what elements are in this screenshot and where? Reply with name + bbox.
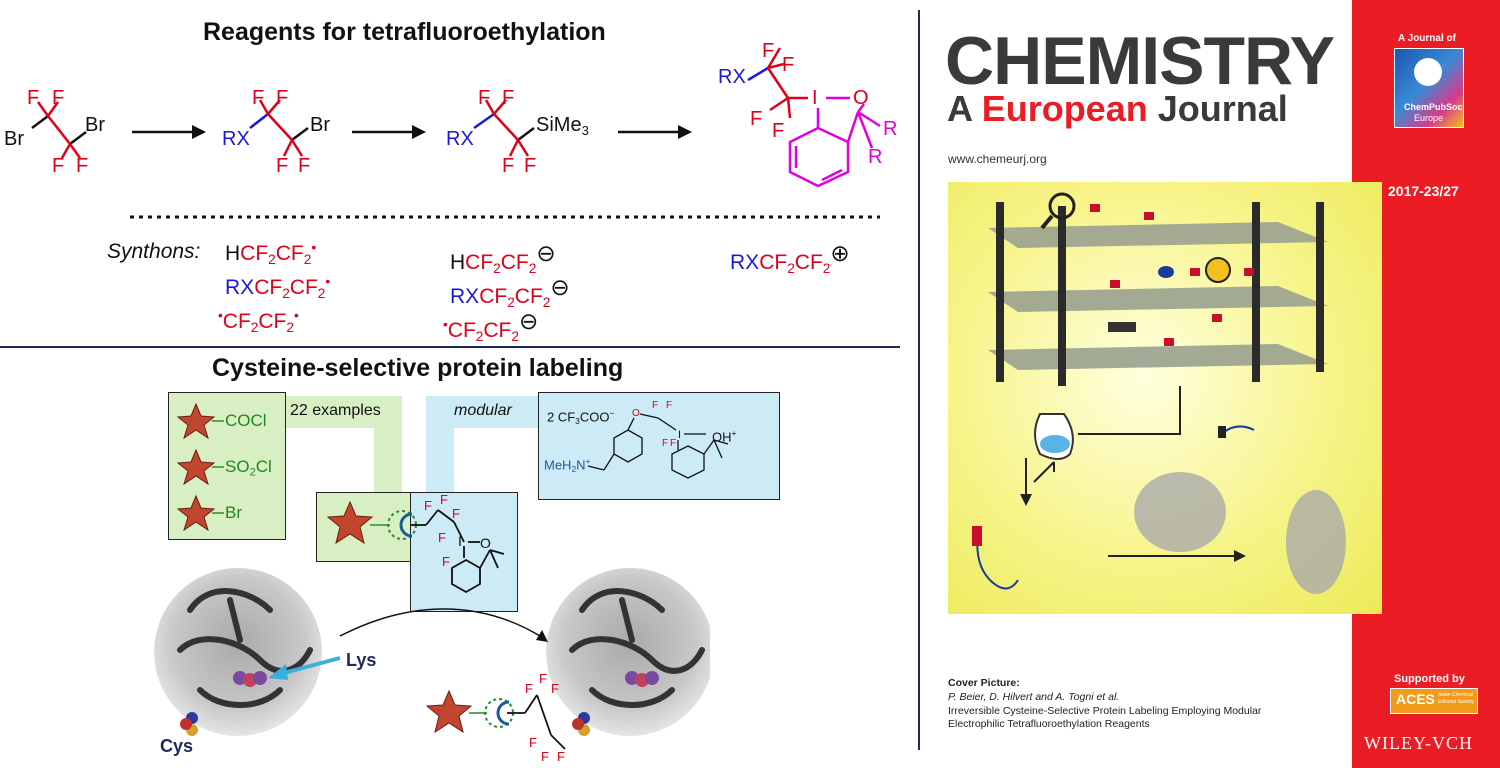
so2cl-label: SO2Cl <box>225 457 272 479</box>
synthons-label: Synthons: <box>107 240 201 263</box>
svg-text:I: I <box>678 429 681 441</box>
chempubsoc-sub: Europe <box>1414 113 1444 123</box>
aces-label: ACES <box>1396 691 1435 707</box>
svg-text:I: I <box>458 533 462 549</box>
mol3-sime3: SiMe3 <box>536 114 589 138</box>
svg-text:F: F <box>440 492 448 507</box>
mol2-f3: F <box>276 155 289 177</box>
svg-text:O: O <box>480 535 491 551</box>
mol2-f2: F <box>276 87 289 109</box>
mol2-f4: F <box>298 155 311 177</box>
lys-label: Lys <box>346 650 377 670</box>
publisher-logo: WILEY-VCH <box>1364 733 1473 753</box>
aces-small: Asian Chemical Editorial Society <box>1438 692 1474 705</box>
svg-text:F: F <box>539 671 547 686</box>
issue-number: 2017-23/27 <box>1388 183 1459 199</box>
svg-text:F: F <box>551 681 559 696</box>
mol4-r2: R <box>868 146 883 168</box>
br-label: Br <box>225 503 242 522</box>
svg-text:O: O <box>632 408 640 419</box>
reagent-structures <box>31 47 881 219</box>
mol4-f2: F <box>782 54 795 76</box>
journal-of-label: A Journal of <box>1398 33 1456 44</box>
cover-article-line1: Irreversible Cysteine-Selective Protein … <box>948 705 1262 717</box>
mol4-f1: F <box>762 40 775 62</box>
mol1-f4: F <box>76 155 89 177</box>
examples-label: 22 examples <box>290 402 381 419</box>
cover-picture-label: Cover Picture: <box>948 677 1020 689</box>
mol1-f3: F <box>52 155 65 177</box>
mol1-br-right: Br <box>85 114 105 136</box>
cover-authors: P. Beier, D. Hilvert and A. Togni et al. <box>948 691 1120 703</box>
svg-text:F: F <box>557 749 565 764</box>
mol4-i: I <box>812 87 818 109</box>
modular-label: modular <box>454 402 512 419</box>
star-icons <box>176 402 224 532</box>
svg-text:F: F <box>424 498 432 513</box>
chempubsoc-check-icon <box>1414 58 1442 86</box>
synthon-hcf2cf2-anion: HCF2CF2⊖ <box>450 240 556 277</box>
cover-title: CHEMISTRY <box>945 23 1335 99</box>
cover-article-line2: Electrophilic Tetrafluoroethylation Reag… <box>948 718 1150 730</box>
mol4-rx: RX <box>718 66 746 88</box>
mol2-br: Br <box>310 114 330 136</box>
svg-text:F: F <box>652 400 658 411</box>
reagents-title: Reagents for tetrafluoroethylation <box>203 18 606 46</box>
svg-text:F: F <box>670 438 676 449</box>
mol2-f1: F <box>252 87 265 109</box>
cover-url: www.chemeurj.org <box>948 152 1047 166</box>
mol4-f4: F <box>772 120 785 142</box>
mol4-f3: F <box>750 108 763 130</box>
synthon-diradical: •CF2CF2• <box>218 308 299 336</box>
conjugate-star-box <box>316 492 414 562</box>
chempubsoc-label: ChemPubSoc <box>1404 102 1463 112</box>
modular-reagent-structure: O F F F F I <box>587 400 729 479</box>
mol3-f4: F <box>524 155 537 177</box>
mol2-rx: RX <box>222 128 250 150</box>
mol3-f1: F <box>478 87 491 109</box>
meh2n-label: MeH2N+ <box>544 456 591 474</box>
svg-text:F: F <box>666 400 672 411</box>
svg-text:F: F <box>529 735 537 750</box>
synthon-hcf2cf2-radical: HCF2CF2• <box>225 240 317 268</box>
supported-by-label: Supported by <box>1394 673 1465 685</box>
section-divider <box>0 346 900 348</box>
cover-artwork-shelves <box>972 192 1346 594</box>
synthon-rxcf2cf2-radical: RXCF2CF2• <box>225 274 331 302</box>
svg-text:F: F <box>525 681 533 696</box>
svg-text:F: F <box>438 530 446 545</box>
panel-divider <box>918 10 920 750</box>
mol4-o: O <box>853 87 869 109</box>
synthon-rxcf2cf2-cation: RXCF2CF2⊕ <box>730 240 850 277</box>
modular-reagent-box <box>538 392 780 500</box>
labeling-title: Cysteine-selective protein labeling <box>212 354 624 382</box>
protein-structures <box>154 568 710 736</box>
synthon-rxcf2cf2-anion: RXCF2CF2⊖ <box>450 274 570 311</box>
svg-text:F: F <box>442 554 450 569</box>
svg-text:F: F <box>662 438 668 449</box>
mol3-f3: F <box>502 155 515 177</box>
svg-text:F: F <box>452 506 460 521</box>
mol1-f2: F <box>52 87 65 109</box>
mol4-r1: R <box>883 118 898 140</box>
mol3-f2: F <box>502 87 515 109</box>
coci-label: COCl <box>225 411 267 430</box>
cys-label: Cys <box>160 736 194 756</box>
aces-logo <box>1390 688 1478 714</box>
cf3coo-label: 2 CF3COO− <box>547 408 615 426</box>
mol3-rx: RX <box>446 128 474 150</box>
svg-text:F: F <box>541 749 549 764</box>
conjugate-structure: F F F F F I O <box>326 492 505 594</box>
cover-subtitle: A European Journal <box>947 88 1288 129</box>
synthon-radical-anion: •CF2CF2⊖ <box>443 308 539 345</box>
mol1-f1: F <box>27 87 40 109</box>
mol1-br-left: Br <box>4 128 24 150</box>
